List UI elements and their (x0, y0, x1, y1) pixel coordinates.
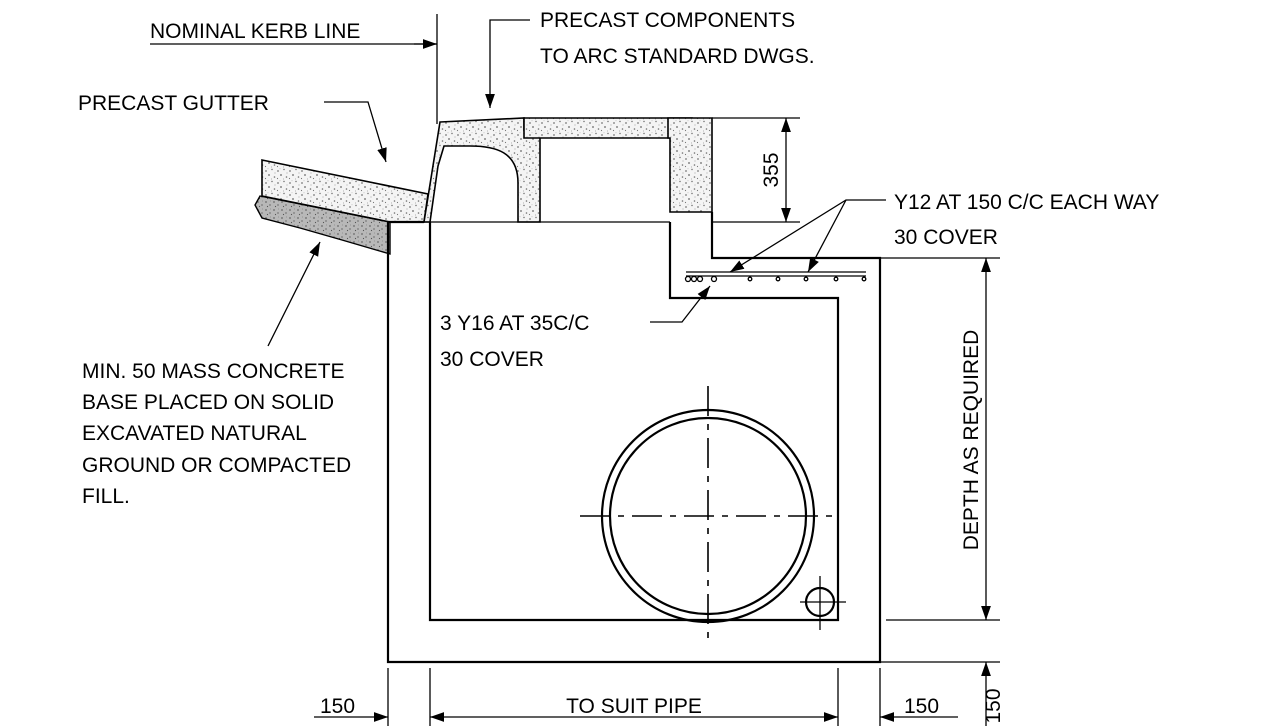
leader-base (267, 241, 321, 347)
mass-concrete-base (254, 195, 391, 255)
dim-label-suit-pipe: TO SUIT PIPE (566, 695, 702, 718)
label-y16-2: 30 COVER (440, 348, 544, 371)
leader-y12-b (807, 199, 847, 273)
dim-label-base-150: 150 (982, 688, 1005, 723)
label-precast-components-1: PRECAST COMPONENTS (540, 9, 795, 32)
precast-top-slab (523, 117, 693, 139)
dim-label-depth: DEPTH AS REQUIRED (960, 330, 983, 551)
label-base-1: MIN. 50 MASS CONCRETE (82, 360, 345, 383)
top-rebar-dots (684, 275, 867, 283)
dim-label-right-150: 150 (904, 695, 939, 718)
label-base-3: EXCAVATED NATURAL (82, 422, 307, 445)
label-y12-2: 30 COVER (894, 226, 998, 249)
leader-y12-a (729, 199, 886, 273)
precast-kerb-section (423, 117, 541, 223)
label-y16-1: 3 Y16 AT 35C/C (440, 312, 589, 335)
dim-label-left-150: 150 (320, 695, 355, 718)
leader-kerb-line (150, 14, 438, 124)
leader-precast-gutter (324, 101, 387, 163)
dim-label-355: 355 (760, 152, 783, 187)
label-base-5: FILL. (82, 485, 130, 508)
label-nominal-kerb-line: NOMINAL KERB LINE (150, 20, 360, 43)
label-precast-components-2: TO ARC STANDARD DWGS. (540, 45, 815, 68)
precast-right-block (667, 117, 713, 213)
sump-inner-outline (428, 222, 840, 622)
label-base-2: BASE PLACED ON SOLID (82, 391, 334, 414)
label-base-4: GROUND OR COMPACTED (82, 454, 351, 477)
leader-precast-components (485, 19, 530, 108)
label-y12-1: Y12 AT 150 C/C EACH WAY (894, 191, 1159, 214)
leader-y16 (650, 285, 711, 323)
label-precast-gutter: PRECAST GUTTER (78, 92, 269, 115)
